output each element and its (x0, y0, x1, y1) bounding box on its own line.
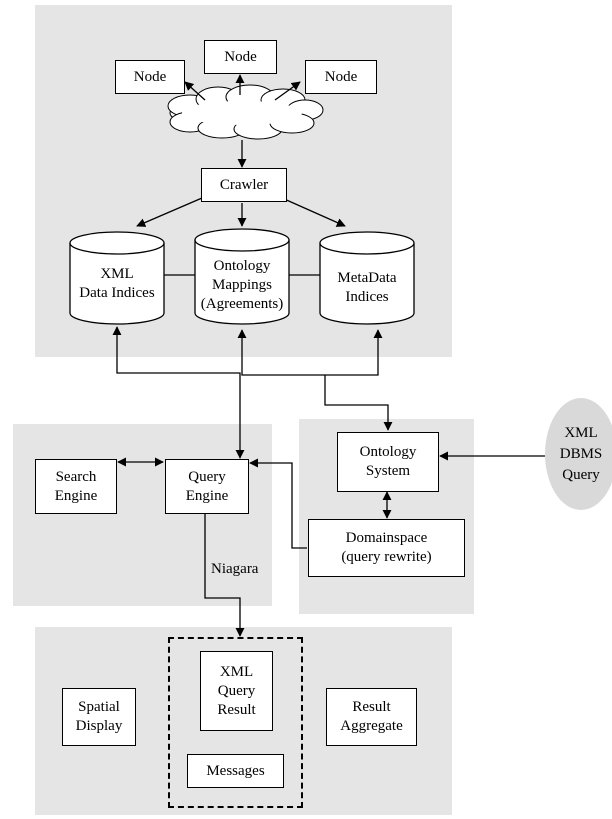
ontology-mappings-label: Ontology Mappings (Agreements) (200, 258, 284, 312)
xml-query-result-box: XML Query Result (200, 651, 273, 731)
messages-box: Messages (187, 754, 284, 788)
search-engine-box: Search Engine (35, 459, 117, 514)
ontology-system-box: Ontology System (337, 432, 439, 492)
metadata-indices-label: MetaData Indices (337, 270, 397, 305)
xml-dbms-query-ellipse: XML DBMS Query (545, 398, 612, 510)
result-group-dashed (168, 637, 303, 808)
niagara-label: Niagara (211, 561, 259, 577)
result-aggregate-box: Result Aggregate (326, 688, 417, 746)
node-left-box: Node (115, 60, 185, 94)
xml-data-indices-label: XML Data Indices (79, 266, 155, 301)
query-engine-box: Query Engine (165, 459, 249, 514)
node-right-box: Node (305, 60, 377, 94)
spatial-display-box: Spatial Display (62, 688, 136, 746)
domainspace-box: Domainspace (query rewrite) (308, 519, 465, 577)
crawler-box: Crawler (201, 168, 287, 202)
node-center-box: Node (204, 40, 277, 74)
